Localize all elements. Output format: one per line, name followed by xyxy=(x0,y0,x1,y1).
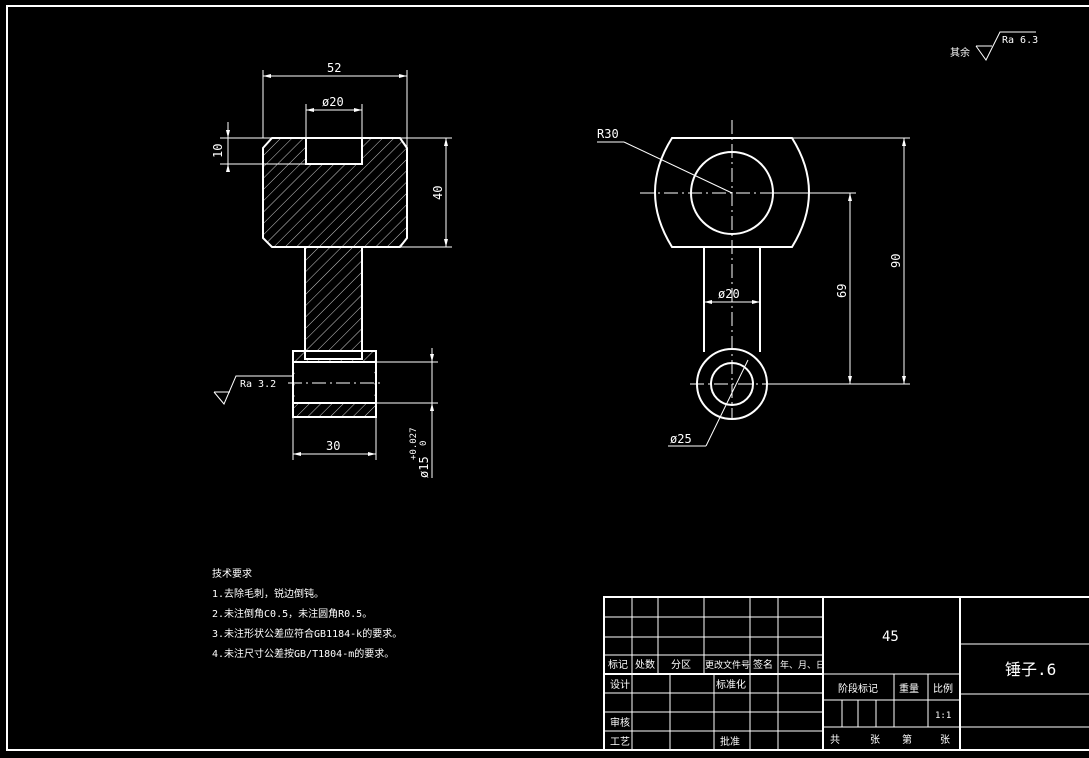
tb-weight: 重量 xyxy=(899,682,919,695)
surface-finish-bore: Ra 3.2 xyxy=(240,379,276,390)
tech-requirement-item: 2.未注倒角C0.5，未注圆角R0.5。 xyxy=(212,607,372,620)
dim-90: 90 xyxy=(889,254,903,268)
tb-scale: 比例 xyxy=(933,682,953,695)
shank-section xyxy=(304,246,363,352)
tb-header-count: 处数 xyxy=(635,658,655,671)
dim-head-height: 40 xyxy=(431,186,445,200)
tech-requirement-item: 1.去除毛刺，锐边倒钝。 xyxy=(212,587,324,600)
tech-requirements: 技术要求 1.去除毛刺，锐边倒钝。 2.未注倒角C0.5，未注圆角R0.5。 3… xyxy=(212,567,402,660)
tb-header-change-doc: 更改文件号 xyxy=(705,659,750,671)
tb-review: 审核 xyxy=(610,716,630,729)
tb-stage-mark: 阶段标记 xyxy=(838,682,878,695)
tb-design: 设计 xyxy=(610,678,630,691)
title-block xyxy=(603,596,1089,751)
dim-30: 30 xyxy=(326,439,340,453)
dim-52: 52 xyxy=(327,61,341,75)
drawing-frame xyxy=(6,5,1089,751)
dim-pin-dia: ø15 xyxy=(417,456,431,478)
surface-finish-other-label: 其余 xyxy=(950,46,970,59)
dim-radius: R30 xyxy=(597,127,619,141)
dim-slot-depth: 10 xyxy=(211,144,225,158)
surface-finish-other-value: Ra 6.3 xyxy=(1002,35,1038,46)
tb-process: 工艺 xyxy=(610,736,630,748)
tb-part-name: 锤子.6 xyxy=(1005,660,1056,679)
tb-scale-value: 1:1 xyxy=(935,711,951,721)
tb-number: 第 xyxy=(902,733,912,746)
boss-hole xyxy=(710,362,754,406)
head-slot xyxy=(305,137,363,165)
tb-sheet: 张 xyxy=(870,734,880,746)
tb-sheet2: 张 xyxy=(940,734,950,746)
tech-requirement-item: 3.未注形状公差应符合GB1184-k的要求。 xyxy=(212,627,402,640)
head-outline xyxy=(654,137,810,248)
tb-header-mark: 标记 xyxy=(608,659,628,671)
tb-standardization: 标准化 xyxy=(716,678,746,691)
tb-header-date: 年、月、日 xyxy=(780,659,825,671)
tb-header-zone: 分区 xyxy=(671,659,691,671)
tech-requirements-title: 技术要求 xyxy=(212,567,252,580)
dim-69: 69 xyxy=(835,284,849,298)
tech-requirement-item: 4.未注尺寸公差按GB/T1804-m的要求。 xyxy=(212,647,394,660)
dim-boss-dia: ø25 xyxy=(670,432,692,446)
front-view: R30 ø20 69 90 ø25 xyxy=(597,120,910,447)
tb-total: 共 xyxy=(830,734,840,746)
tb-header-sign: 签名 xyxy=(753,658,773,671)
dim-pin-tol-upper: +0.027 xyxy=(409,427,419,460)
title-block-text: 标记 处数 分区 更改文件号 签名 年、月、日 设计 标准化 审核 工艺 批准 … xyxy=(608,629,1056,748)
dim-ring-dia: ø20 xyxy=(718,287,740,301)
section-view: 52 ø20 10 40 30 ø15 + xyxy=(211,61,452,478)
surface-finish-other: 其余 Ra 6.3 xyxy=(950,31,1038,61)
dim-slot-dia: ø20 xyxy=(322,95,344,109)
dim-pin-tol-lower: 0 xyxy=(419,441,429,446)
tb-material: 45 xyxy=(882,629,899,645)
tb-approve: 批准 xyxy=(720,735,740,748)
